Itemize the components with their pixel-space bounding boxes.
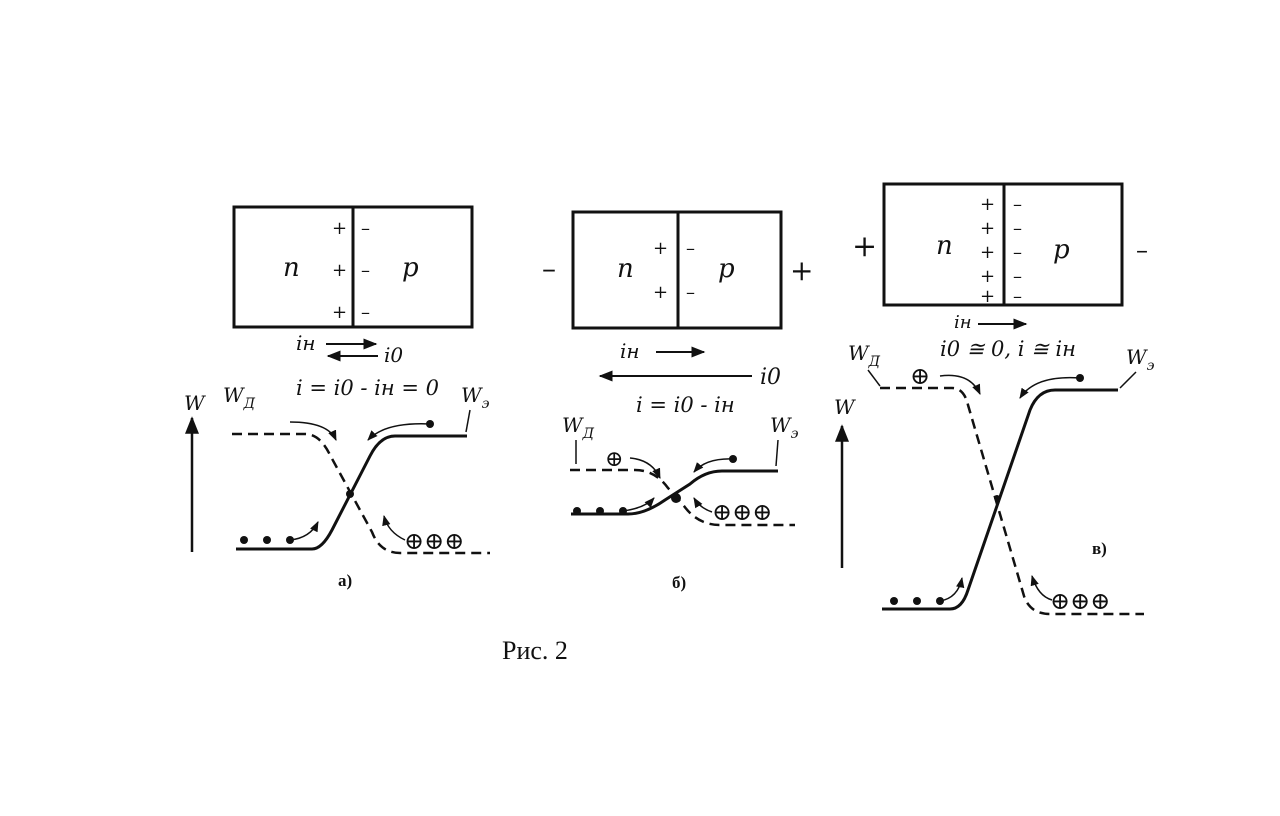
plus-charge: + (332, 260, 347, 281)
plus-charge: + (980, 266, 995, 287)
plus-charge: + (653, 282, 668, 303)
crossing-point-a (346, 490, 354, 498)
minus-charge: – (1013, 194, 1022, 215)
we-label-b: Wэ (770, 413, 799, 442)
current-equation-b: i = i0 - iн (636, 393, 735, 417)
current-equation-a: i = i0 - iн = 0 (296, 376, 439, 400)
minus-charge: – (686, 238, 695, 259)
crossing-point-b (671, 493, 681, 503)
plus-charge: + (653, 238, 668, 259)
we-leader-v (1119, 371, 1137, 389)
electron-arrow-v (1019, 376, 1081, 399)
current-i0-label-b: i0 (760, 365, 781, 390)
bias-sign-left-v: + (852, 229, 877, 264)
plus-charge: + (980, 218, 995, 239)
current-in-label-b: iн (620, 339, 640, 363)
minus-charge: – (1013, 266, 1022, 287)
we-label-a: Wэ (461, 383, 490, 412)
electron (890, 597, 898, 605)
plus-charge: + (980, 286, 995, 307)
bias-sign-right-v: – (1136, 236, 1148, 264)
plus-charge: + (980, 194, 995, 215)
panel-label-a: а) (338, 571, 352, 590)
electron (573, 507, 581, 515)
crossing-point-v (994, 495, 1000, 501)
panel-b: – + n p + + – – iн i0 i = i0 - iн WД Wэ … (542, 210, 813, 592)
figure-caption: Рис. 2 (502, 636, 568, 665)
wd-label-a: WД (223, 383, 256, 412)
p-region-label-a: p (402, 253, 419, 283)
electron (263, 536, 271, 544)
hole-b: ⊕ (605, 447, 623, 472)
minus-charge: – (361, 218, 370, 239)
electron-arrow-a (289, 521, 319, 541)
p-region-label-b: p (718, 254, 735, 284)
w-axis-label-a: W (184, 391, 206, 415)
hole-arrow-b (629, 457, 661, 479)
electron (596, 507, 604, 515)
p-region-label-v: p (1053, 235, 1070, 265)
w-axis-label-v: W (834, 395, 856, 419)
electron-arrow-b (693, 458, 734, 473)
electron-arrow-v (939, 576, 965, 602)
minus-charge: – (361, 302, 370, 323)
minus-charge: – (686, 282, 695, 303)
space-charge-v: + + + + + – – – – – (980, 194, 1022, 307)
n-region-label-v: n (936, 231, 953, 261)
current-in-label-v: iн (954, 312, 972, 333)
electron-arrow-a (367, 423, 431, 441)
hole-arrow-v (939, 374, 981, 395)
panel-label-v: в) (1092, 539, 1107, 558)
we-leader-b (775, 439, 779, 467)
electron (913, 597, 921, 605)
we-leader-a (465, 409, 471, 433)
plus-charge: + (332, 302, 347, 323)
holes-a: ⊕⊕⊕ (404, 527, 464, 555)
bias-sign-right-b: + (790, 254, 813, 287)
holes-b: ⊕⊕⊕ (712, 498, 772, 526)
wd-label-v: WД (848, 341, 881, 370)
panel-label-b: б) (672, 573, 686, 592)
hole-arrow-a (382, 514, 406, 541)
wd-label-b: WД (562, 413, 595, 442)
plus-charge: + (980, 242, 995, 263)
hole-arrow-v (1030, 574, 1053, 601)
valence-band-v (880, 386, 1144, 616)
current-equation-v: i0 ≅ 0, i ≅ iн (940, 337, 1076, 361)
bias-sign-left-b: – (542, 252, 556, 285)
space-charge-a: + + + – – – (332, 218, 370, 323)
electron (240, 536, 248, 544)
hole-v: ⊕ (910, 362, 930, 390)
electron-arrow-b (622, 497, 655, 512)
conduction-band-b (571, 469, 778, 516)
current-in-label-a: iн (296, 331, 316, 355)
minus-charge: – (1013, 242, 1022, 263)
n-region-label-a: n (283, 253, 300, 283)
we-label-v: Wэ (1126, 345, 1155, 374)
plus-charge: + (332, 218, 347, 239)
minus-charge: – (361, 260, 370, 281)
wd-leader-v (867, 369, 881, 387)
holes-v: ⊕⊕⊕ (1050, 587, 1110, 615)
hole-arrow-b (693, 497, 713, 513)
panel-v: + – n p + + + + + – – – – – iн i0 ≅ 0, i… (834, 182, 1155, 616)
minus-charge: – (1013, 218, 1022, 239)
hole-arrow-a (289, 421, 337, 441)
conduction-band-v (882, 388, 1118, 611)
space-charge-b: + + – – (653, 238, 695, 303)
minus-charge: – (1013, 286, 1022, 307)
current-i0-label-a: i0 (384, 343, 403, 367)
panel-a: n p + + + – – – iн i0 i = i0 - iн = 0 W … (184, 205, 490, 590)
n-region-label-b: n (617, 254, 634, 284)
